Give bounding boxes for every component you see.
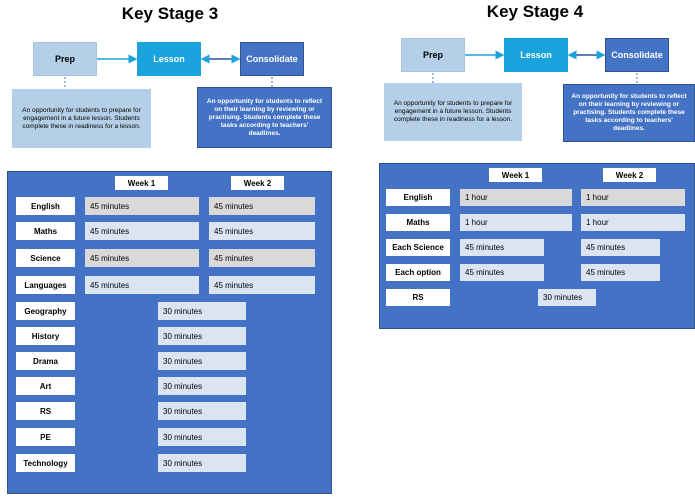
ks4-consolidate-box: Consolidate xyxy=(605,38,669,72)
ks4-single-cell: 30 minutes xyxy=(538,289,596,306)
ks4-subject-label: Each option xyxy=(386,264,450,281)
ks3-subject-label: Geography xyxy=(16,302,75,320)
ks3-week1-cell: 45 minutes xyxy=(85,197,199,215)
ks4-week1-cell: 45 minutes xyxy=(460,239,544,256)
ks3-subject-label: Maths xyxy=(16,222,75,240)
ks4-week2-cell: 45 minutes xyxy=(581,264,660,281)
ks3-week2-cell: 45 minutes xyxy=(209,276,315,294)
ks4-week2-cell: 45 minutes xyxy=(581,239,660,256)
ks3-week2-cell: 45 minutes xyxy=(209,222,315,240)
ks3-prep-note: An opportunity for students to prepare f… xyxy=(12,89,151,148)
ks4-title: Key Stage 4 xyxy=(486,2,584,21)
ks3-single-cell: 30 minutes xyxy=(158,402,246,420)
ks3-subject-label: English xyxy=(16,197,75,215)
ks3-subject-label: History xyxy=(16,327,75,345)
ks3-subject-label: Drama xyxy=(16,352,75,370)
ks3-week2-cell: 45 minutes xyxy=(209,197,315,215)
ks3-week1-header: Week 1 xyxy=(115,176,168,190)
ks3-consolidate-note: An opportunity for students to reflect o… xyxy=(197,87,332,148)
ks4-week1-header: Week 1 xyxy=(489,168,542,182)
ks4-lesson-box: Lesson xyxy=(504,38,568,72)
ks4-subject-label: Each Science xyxy=(386,239,450,256)
ks3-week2-header: Week 2 xyxy=(231,176,284,190)
ks4-subject-label: English xyxy=(386,189,450,206)
ks3-subject-label: Languages xyxy=(16,276,75,294)
ks3-subject-label: RS xyxy=(16,402,75,420)
ks3-consolidate-box: Consolidate xyxy=(240,42,304,76)
ks4-week1-cell: 1 hour xyxy=(460,189,572,206)
ks4-week1-cell: 1 hour xyxy=(460,214,572,231)
ks3-single-cell: 30 minutes xyxy=(158,428,246,446)
ks4-week2-cell: 1 hour xyxy=(581,214,685,231)
ks3-week1-cell: 45 minutes xyxy=(85,249,199,267)
ks3-title: Key Stage 3 xyxy=(121,4,219,23)
ks4-week2-cell: 1 hour xyxy=(581,189,685,206)
ks4-week2-header: Week 2 xyxy=(603,168,656,182)
ks4-prep-note: An opportunity for students to prepare f… xyxy=(384,83,522,141)
ks3-subject-label: Art xyxy=(16,377,75,395)
ks3-single-cell: 30 minutes xyxy=(158,352,246,370)
ks3-prep-box: Prep xyxy=(33,42,97,76)
ks3-subject-label: Science xyxy=(16,249,75,267)
ks3-week1-cell: 45 minutes xyxy=(85,276,199,294)
ks4-subject-label: RS xyxy=(386,289,450,306)
ks4-consolidate-note: An opportunity for students to reflect o… xyxy=(563,84,695,142)
ks3-subject-label: Technology xyxy=(16,454,75,472)
ks3-week2-cell: 45 minutes xyxy=(209,249,315,267)
ks3-single-cell: 30 minutes xyxy=(158,302,246,320)
ks3-single-cell: 30 minutes xyxy=(158,377,246,395)
ks4-week1-cell: 45 minutes xyxy=(460,264,544,281)
ks3-single-cell: 30 minutes xyxy=(158,454,246,472)
ks3-single-cell: 30 minutes xyxy=(158,327,246,345)
ks3-lesson-box: Lesson xyxy=(137,42,201,76)
ks4-subject-label: Maths xyxy=(386,214,450,231)
ks4-prep-box: Prep xyxy=(401,38,465,72)
ks3-subject-label: PE xyxy=(16,428,75,446)
ks3-week1-cell: 45 minutes xyxy=(85,222,199,240)
